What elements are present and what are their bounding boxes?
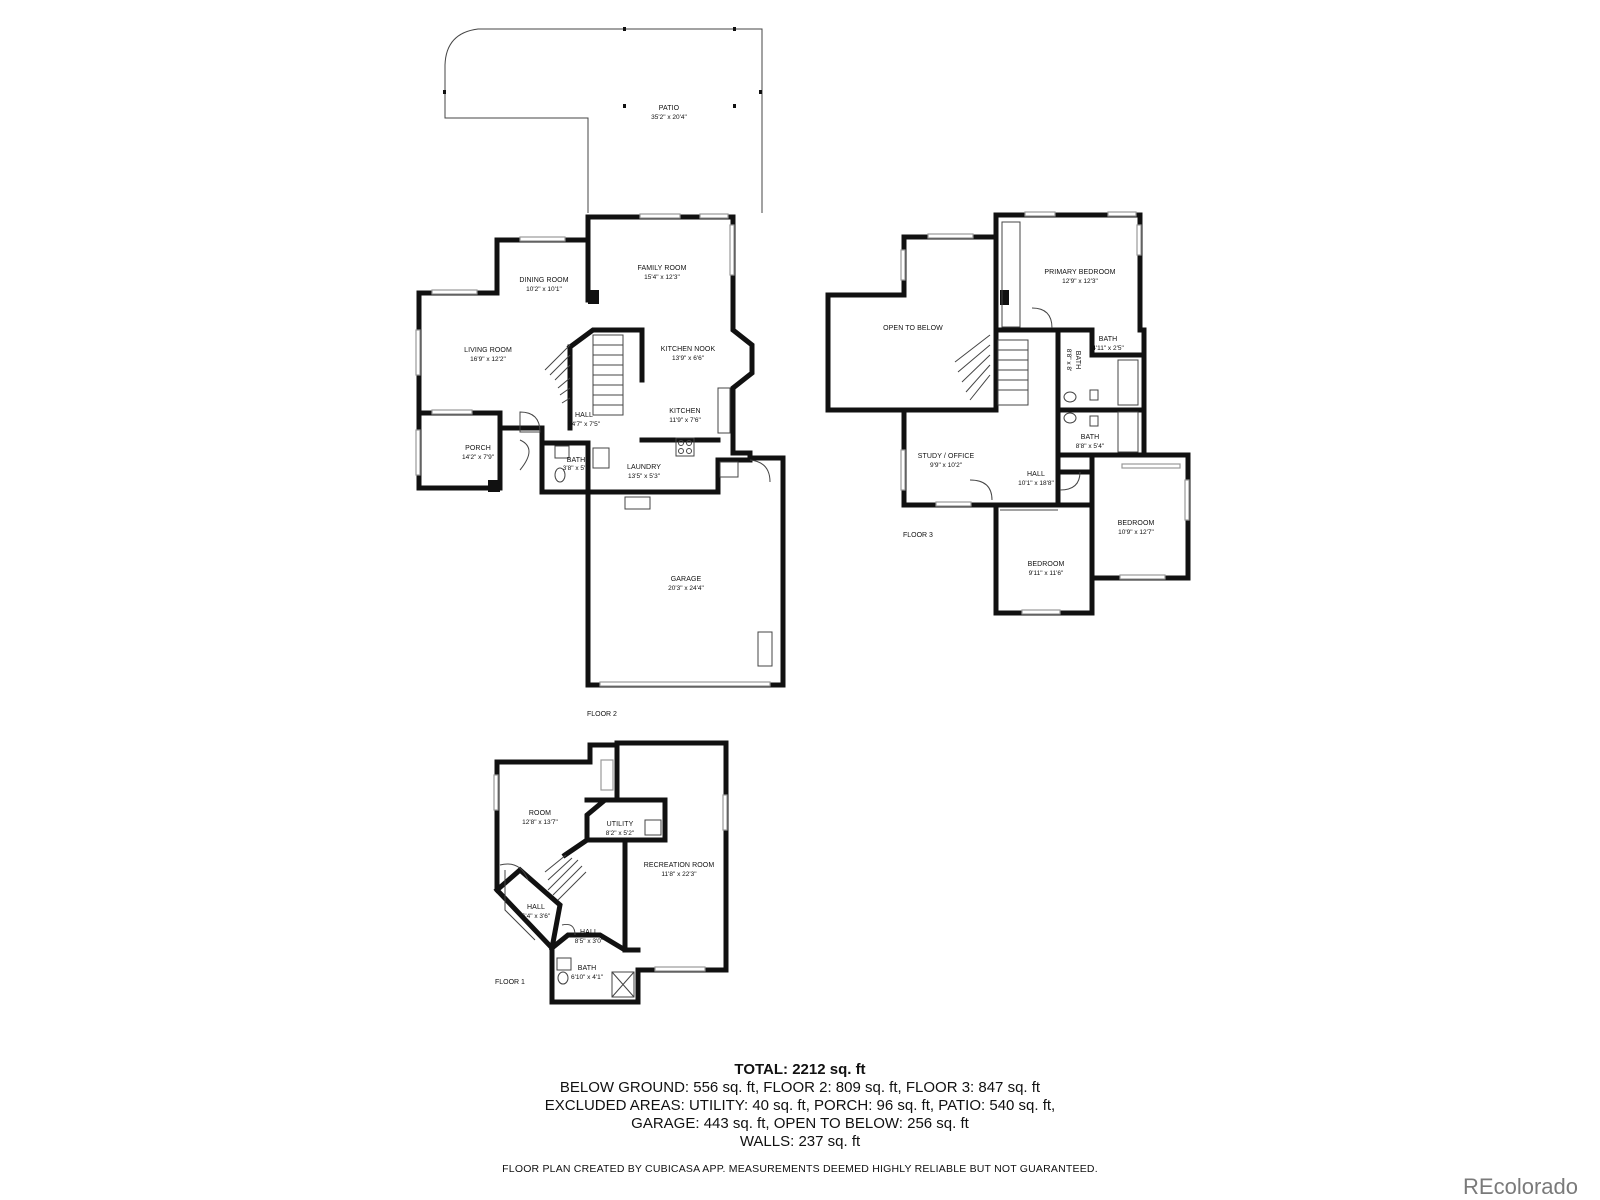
floor-2-interior-walls [497, 327, 721, 495]
porch-dimensions: 14'2" x 7'9" [462, 454, 495, 461]
garage-dimensions: 20'3" x 24'4" [668, 585, 704, 592]
hall-floor-2-dimensions: 14'7" x 7'5" [568, 421, 601, 428]
hall-floor-1-b-label: HALL [580, 929, 598, 936]
dining-room-dimensions: 10'2" x 10'1" [526, 286, 562, 293]
primary-bedroom-label: PRIMARY BEDROOM [1044, 269, 1115, 276]
study-office-label: STUDY / OFFICE [918, 453, 975, 460]
floor-3-interior-walls [901, 327, 1147, 508]
kitchen-dimensions: 11'9" x 7'6" [669, 417, 701, 424]
bath-floor-3-dimensions: 8'8" x 5'4" [1076, 443, 1105, 450]
column-block [588, 290, 599, 304]
primary-bedroom-dimensions: 12'9" x 12'3" [1062, 278, 1098, 285]
floor-1-windows [493, 759, 728, 972]
family-room-label: FAMILY ROOM [637, 265, 686, 272]
hall-floor-2-label: HALL [575, 412, 593, 419]
kitchen-nook-dimensions: 13'9" x 6'6" [672, 355, 705, 362]
hall-floor-3-dimensions: 10'1" x 18'8" [1018, 480, 1054, 487]
garage-label: GARAGE [671, 576, 702, 583]
kitchen-label: KITCHEN [669, 408, 700, 415]
bath-vertical-label: BATH [1074, 351, 1081, 370]
family-room-dimensions: 15'4" x 12'3" [644, 274, 680, 281]
floor-3-plan: OPEN TO BELOW PRIMARY BEDROOM 12'9" x 12… [825, 211, 1191, 616]
utility-dimensions: 8'2" x 5'2" [606, 830, 635, 837]
floor-3-label: FLOOR 3 [903, 532, 933, 539]
kitchen-nook-label: KITCHEN NOOK [661, 346, 716, 353]
floor-1-fixtures [556, 819, 662, 998]
study-office-dimensions: 9'9" x 10'2" [930, 462, 963, 469]
bath-small-dimensions: 4'11" x 2'5" [1092, 345, 1124, 352]
floor-2-garage-walls [585, 450, 786, 688]
open-to-below-label: OPEN TO BELOW [883, 325, 943, 332]
area-summary: TOTAL: 2212 sq. ft BELOW GROUND: 556 sq.… [0, 1061, 1600, 1151]
floor-3-windows [900, 211, 1190, 615]
recreation-room-label: RECREATION ROOM [644, 862, 715, 869]
hall-floor-1-a-label: HALL [527, 904, 545, 911]
floor-1-stairs [499, 854, 587, 941]
patio-label: PATIO [659, 105, 680, 112]
floor-2-label: FLOOR 2 [587, 711, 617, 718]
floor-2-fixtures [519, 387, 773, 667]
bath-floor-2-label: BATH [567, 457, 586, 464]
floor-1-interior-walls [493, 740, 668, 953]
porch-column [488, 480, 500, 492]
dining-room-label: DINING ROOM [519, 277, 568, 284]
bedroom-2-dimensions: 10'9" x 12'7" [1118, 529, 1154, 536]
bedroom-1-label: BEDROOM [1028, 561, 1065, 568]
recreation-room-dimensions: 11'8" x 22'3" [661, 871, 697, 878]
bath-floor-1-label: BATH [578, 965, 597, 972]
porch-label: PORCH [465, 445, 491, 452]
floor-2-plan: PATIO 35'2" x 20'4" FAMILY ROOM 15'4" x … [415, 27, 786, 718]
excluded-areas-2: GARAGE: 443 sq. ft, OPEN TO BELOW: 256 s… [631, 1115, 969, 1132]
bath-vertical-dimensions: 8'8" x 8' [1065, 349, 1072, 372]
brand-logo: REcolorado [1463, 1174, 1578, 1199]
floor-1-label: FLOOR 1 [495, 979, 525, 986]
patio-outline [444, 28, 763, 213]
hall-floor-1-a-dimensions: 6'4" x 3'6" [522, 913, 551, 920]
living-room-label: LIVING ROOM [464, 347, 512, 354]
bath-floor-3-label: BATH [1081, 434, 1100, 441]
floor-3-exterior-walls [825, 212, 1191, 616]
laundry-dimensions: 13'5" x 5'3" [628, 473, 661, 480]
floor-1-plan: ROOM 12'8" x 13'7" UTILITY 8'2" x 5'2" R… [493, 740, 729, 1005]
bath-floor-2-dimensions: 3'8" x 5' [563, 465, 586, 472]
bath-small-label: BATH [1099, 336, 1118, 343]
floor-2-stairs [544, 334, 624, 416]
f3-column [1000, 290, 1009, 305]
walls-area: WALLS: 237 sq. ft [739, 1133, 861, 1150]
excluded-areas-1: EXCLUDED AREAS: UTILITY: 40 sq. ft, PORC… [544, 1097, 1056, 1114]
disclaimer: FLOOR PLAN CREATED BY CUBICASA APP. MEAS… [502, 1163, 1098, 1175]
utility-label: UTILITY [607, 821, 634, 828]
total-area: TOTAL: 2212 sq. ft [734, 1061, 866, 1078]
floor-areas: BELOW GROUND: 556 sq. ft, FLOOR 2: 809 s… [559, 1079, 1041, 1096]
room-floor-1-label: ROOM [529, 810, 551, 817]
floor-2-windows [415, 213, 771, 687]
bedroom-1-dimensions: 9'11" x 11'6" [1029, 570, 1064, 577]
floor-3-stairs [954, 334, 1029, 406]
hall-floor-1-b-dimensions: 8'5" x 3'0" [575, 938, 604, 945]
patio-posts [443, 27, 762, 108]
living-room-dimensions: 16'9" x 12'2" [470, 356, 506, 363]
floor-3-fixtures [969, 221, 1139, 511]
laundry-label: LAUNDRY [627, 464, 661, 471]
hall-floor-3-label: HALL [1027, 471, 1045, 478]
room-floor-1-dimensions: 12'8" x 13'7" [522, 819, 558, 826]
bedroom-2-label: BEDROOM [1118, 520, 1155, 527]
patio-dimensions: 35'2" x 20'4" [651, 114, 687, 121]
bath-floor-1-dimensions: 6'10" x 4'1" [571, 974, 604, 981]
